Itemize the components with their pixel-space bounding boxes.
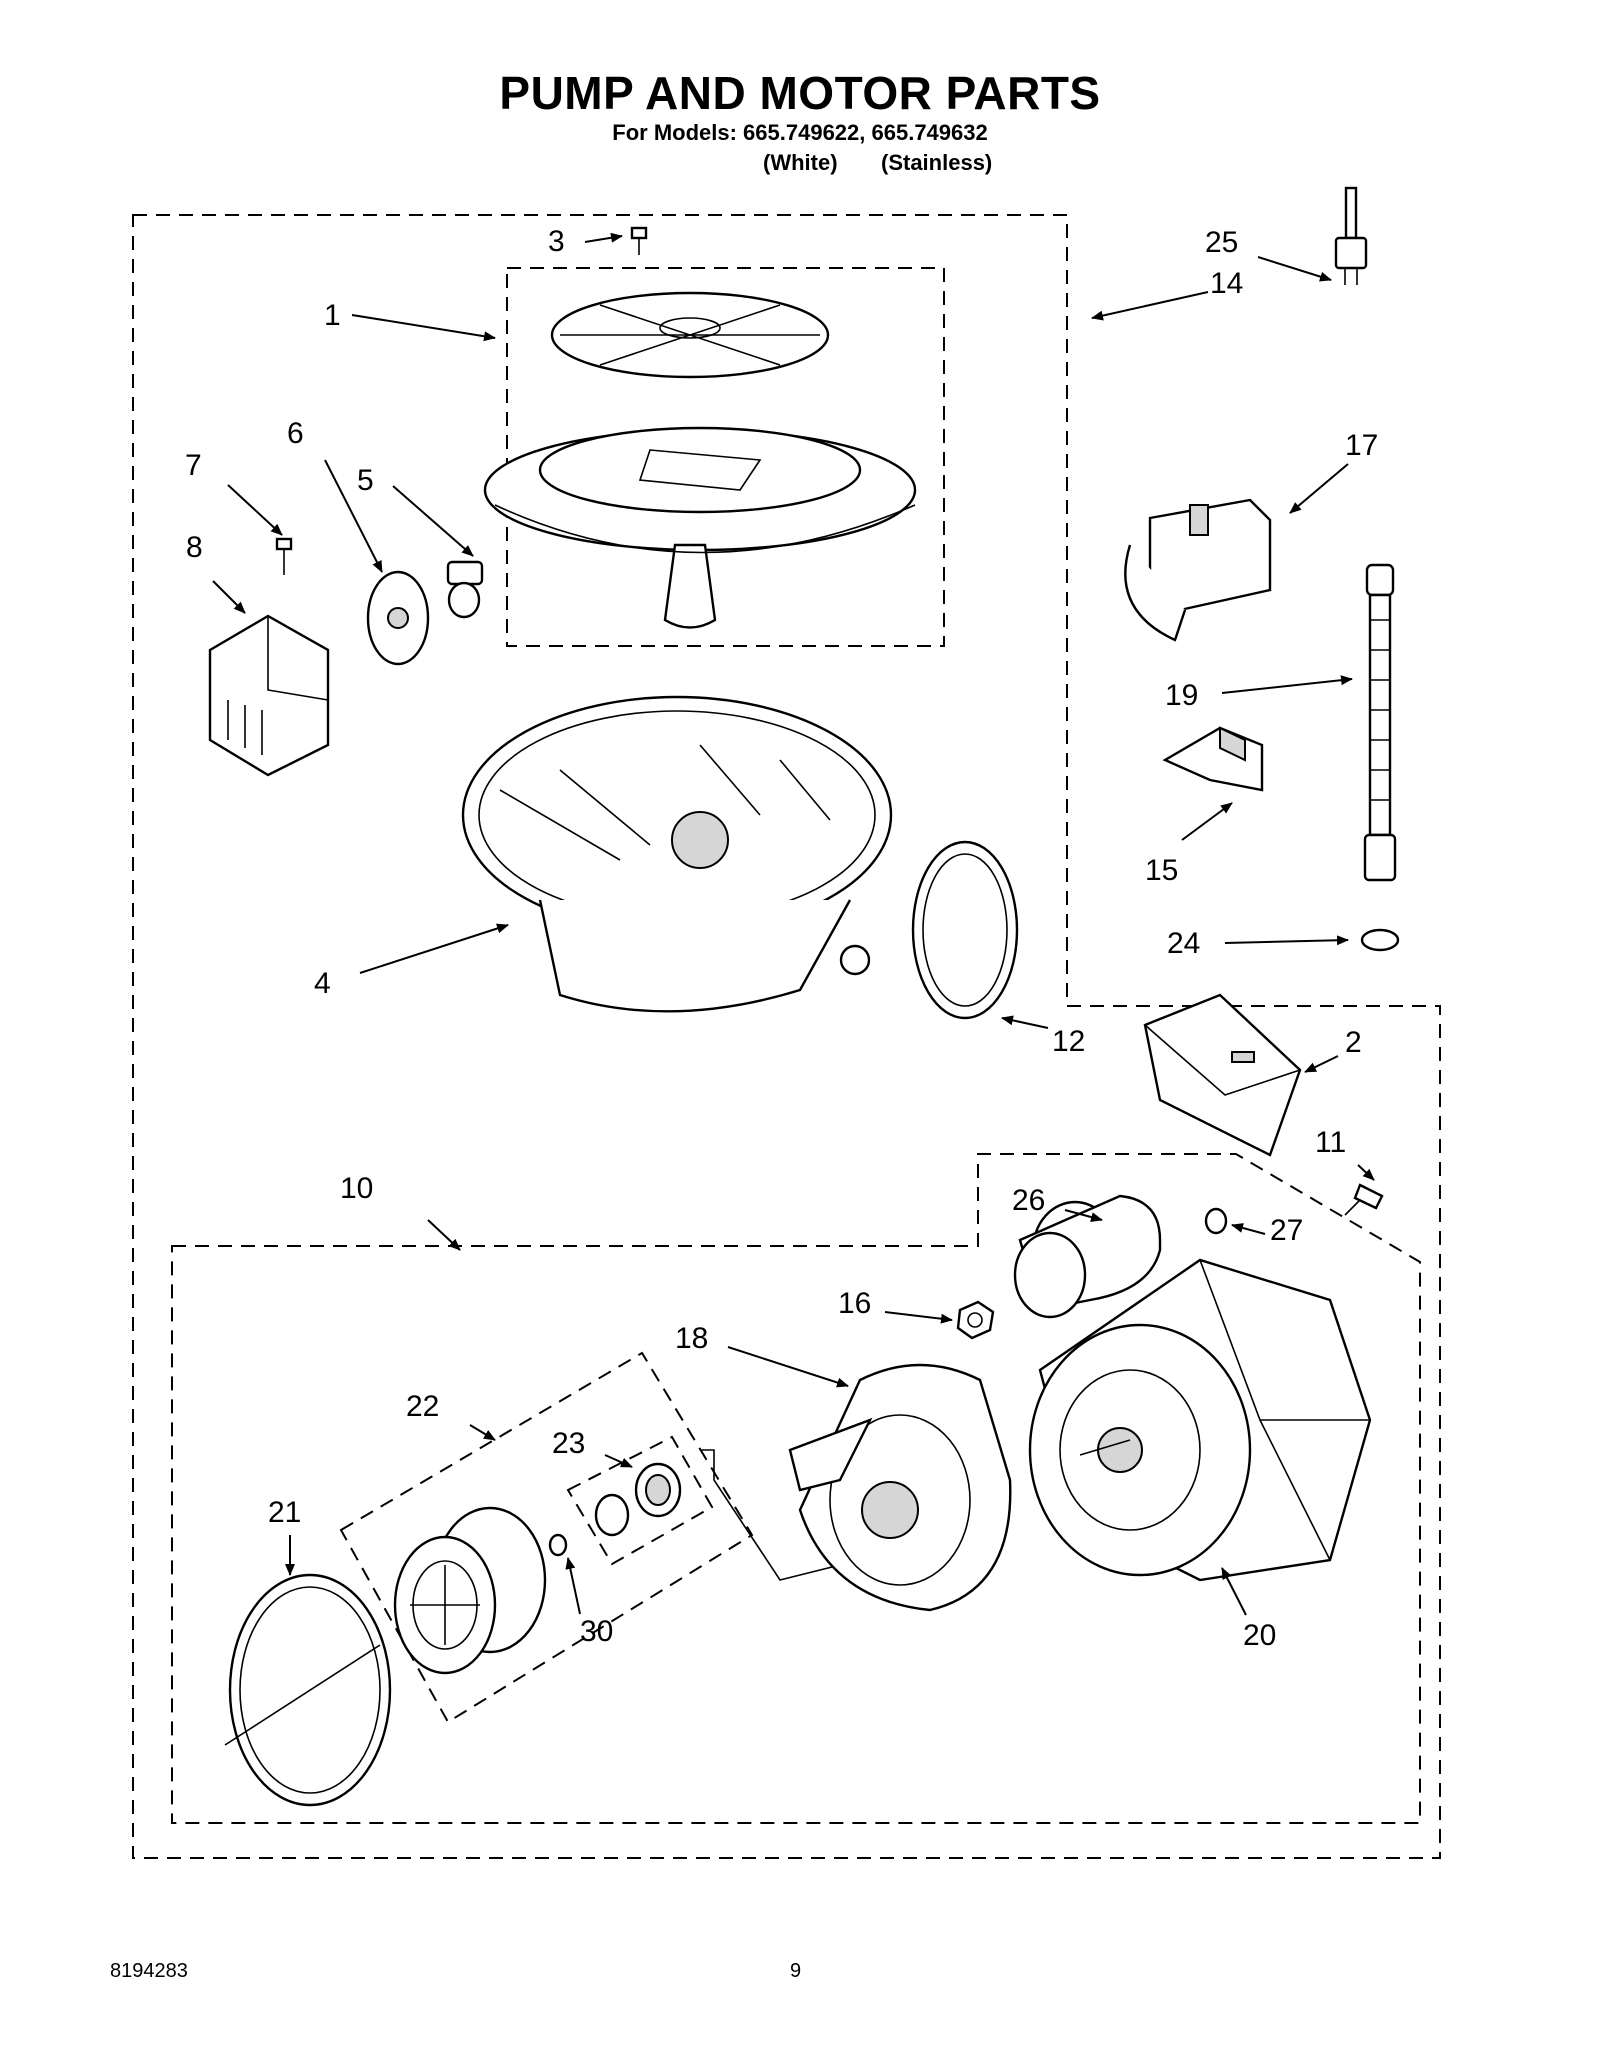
part-25-connector — [1334, 186, 1368, 285]
callout-19: 19 — [1165, 679, 1198, 712]
callout-22: 22 — [406, 1390, 439, 1423]
callout-18: 18 — [675, 1322, 708, 1355]
callout-24: 24 — [1167, 927, 1200, 960]
callout-11: 11 — [1315, 1126, 1346, 1159]
part-21-gasket — [224, 1573, 392, 1807]
callout-17: 17 — [1345, 429, 1378, 462]
part-15-latch — [1162, 726, 1264, 792]
model-variant-white: (White) — [763, 150, 838, 175]
seal-group-box — [566, 1435, 714, 1566]
callout-20: 20 — [1243, 1619, 1276, 1652]
callout-2: 2 — [1345, 1026, 1362, 1059]
doc-number: 8194283 — [110, 1960, 188, 1982]
part-23-seal — [594, 1462, 682, 1537]
part-1-pump-top — [483, 291, 917, 629]
callout-12: 12 — [1052, 1025, 1085, 1058]
callout-14: 14 — [1210, 267, 1243, 300]
part-20-motor — [1028, 1258, 1372, 1582]
callout-15: 15 — [1145, 854, 1178, 887]
callout-4: 4 — [314, 967, 331, 1000]
page-number: 9 — [790, 1960, 802, 1982]
part-11-screw — [1344, 1183, 1384, 1216]
motor-group-box — [171, 1153, 1421, 1824]
models-line: For Models: 665.749622, 665.749632 — [612, 120, 988, 145]
part-5-clip — [446, 560, 484, 619]
part-22-impeller — [393, 1506, 547, 1675]
callout-7: 7 — [185, 449, 202, 482]
part-24-clamp — [1360, 928, 1400, 952]
callout-26: 26 — [1012, 1184, 1045, 1217]
callout-10: 10 — [340, 1172, 373, 1205]
callout-1: 1 — [324, 299, 341, 332]
callout-27: 27 — [1270, 1214, 1303, 1247]
callout-30: 30 — [580, 1615, 613, 1648]
callout-5: 5 — [357, 464, 374, 497]
callout-16: 16 — [838, 1287, 871, 1320]
part-16-nut — [956, 1300, 995, 1340]
part-12-ring — [911, 840, 1019, 1020]
part-17-bracket — [1124, 498, 1272, 642]
model-variant-stainless: (Stainless) — [881, 150, 993, 175]
part-26-capacitor — [1013, 1194, 1162, 1319]
callout-21: 21 — [268, 1496, 301, 1529]
impeller-group-box — [339, 1351, 754, 1724]
part-2-cover — [1143, 993, 1302, 1157]
part-30-washer — [548, 1533, 568, 1557]
part-7-screw — [275, 537, 293, 575]
callout-8: 8 — [186, 531, 203, 564]
part-27-washer — [1204, 1207, 1228, 1235]
part-8-housing — [208, 614, 330, 777]
group-bracket — [700, 1449, 841, 1581]
page-title: PUMP AND MOTOR PARTS — [499, 67, 1101, 119]
assembly-boundary — [132, 214, 1441, 1859]
spray-arm-group-box — [506, 267, 945, 647]
callout-23: 23 — [552, 1427, 585, 1460]
callout-6: 6 — [287, 417, 304, 450]
part-6-disc — [366, 570, 430, 666]
part-19-hose — [1363, 563, 1397, 882]
part-3-screw — [630, 226, 648, 255]
part-18-housing — [788, 1363, 1012, 1612]
callout-25: 25 — [1205, 226, 1238, 259]
callout-3: 3 — [548, 225, 565, 258]
part-4-sump — [461, 695, 893, 1013]
